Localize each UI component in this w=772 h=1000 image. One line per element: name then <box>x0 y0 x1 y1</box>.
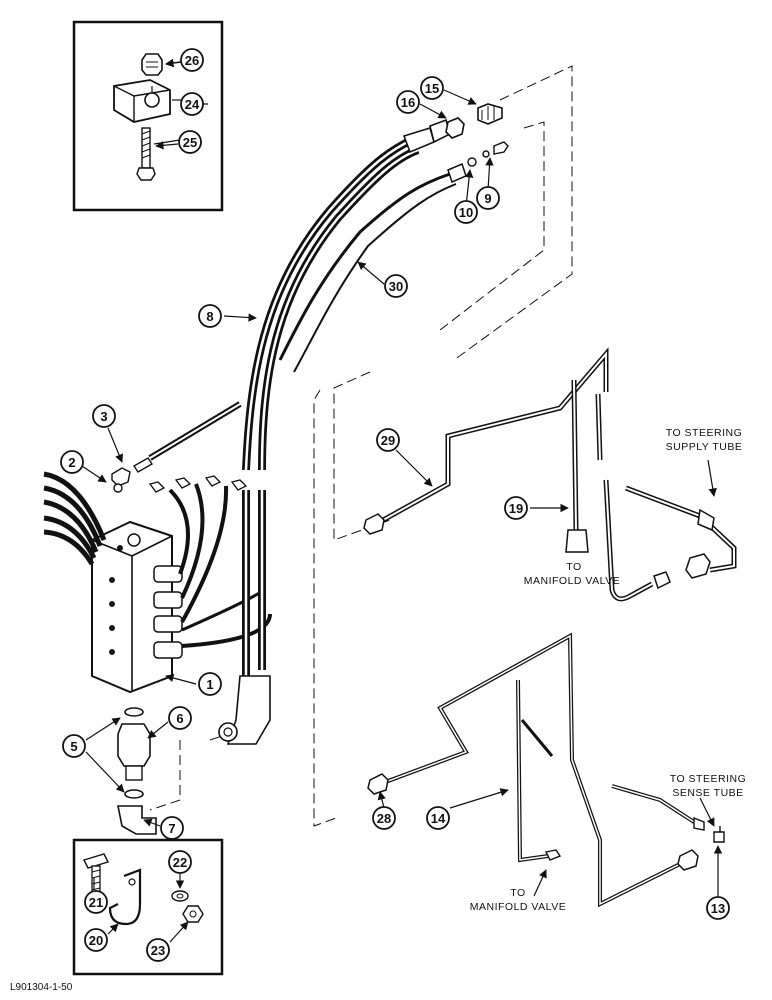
svg-text:20: 20 <box>89 933 103 948</box>
callout-22: 22 <box>168 850 192 874</box>
callout-13: 13 <box>706 896 730 920</box>
svg-text:30: 30 <box>389 279 403 294</box>
tube-14 <box>516 679 562 863</box>
part-21-bolt <box>83 853 109 895</box>
note-manifold-upper-line2: MANIFOLD VALVE <box>524 575 620 587</box>
callout-20: 20 <box>84 928 108 952</box>
svg-text:15: 15 <box>425 81 439 96</box>
svg-text:5: 5 <box>70 739 77 754</box>
svg-text:2: 2 <box>68 455 75 470</box>
svg-text:9: 9 <box>484 191 491 206</box>
callout-7: 7 <box>160 816 184 840</box>
tube-28 <box>367 632 699 908</box>
callouts: 26 24 25 15 16 9 10 30 8 3 2 29 19 1 6 5… <box>60 48 730 962</box>
callout-10: 10 <box>454 200 478 224</box>
note-manifold-upper-line1: TO <box>566 561 581 573</box>
callout-30: 30 <box>384 274 408 298</box>
note-manifold-lower-line1: TO <box>510 887 525 899</box>
callout-26: 26 <box>180 48 204 72</box>
svg-text:29: 29 <box>381 433 395 448</box>
svg-text:7: 7 <box>168 821 175 836</box>
tube-29 <box>363 347 609 535</box>
callout-28: 28 <box>372 806 396 830</box>
callout-24: 24 <box>180 92 204 116</box>
callout-19: 19 <box>504 496 528 520</box>
svg-text:10: 10 <box>459 205 473 220</box>
part-24-clamp-block <box>113 79 171 123</box>
svg-text:23: 23 <box>151 943 165 958</box>
callout-14: 14 <box>426 806 450 830</box>
svg-text:19: 19 <box>509 501 523 516</box>
part-20-clip <box>108 868 142 926</box>
inset-box-clamp <box>72 20 224 212</box>
part-23-nut <box>182 905 204 923</box>
callout-29: 29 <box>376 428 400 452</box>
svg-text:8: 8 <box>206 309 213 324</box>
notes: TO STEERING SUPPLY TUBE TO MANIFOLD VALV… <box>10 427 746 993</box>
part-1-valve-block <box>43 471 272 694</box>
note-steering-supply-line1: TO STEERING <box>666 427 742 439</box>
callout-9: 9 <box>476 186 500 210</box>
callout-15: 15 <box>420 76 444 100</box>
note-steering-supply-line2: SUPPLY TUBE <box>666 441 743 453</box>
callout-23: 23 <box>146 938 170 962</box>
callout-8: 8 <box>198 304 222 328</box>
callout-25: 25 <box>178 130 202 154</box>
note-steering-sense-line1: TO STEERING <box>670 773 746 785</box>
svg-text:26: 26 <box>185 53 199 68</box>
inset-box-clip <box>72 838 224 976</box>
svg-text:25: 25 <box>183 135 197 150</box>
callout-21: 21 <box>84 890 108 914</box>
svg-text:21: 21 <box>89 895 103 910</box>
fittings-15-16-9-10 <box>445 103 509 167</box>
hose-assembly-8 <box>242 118 451 471</box>
callout-3: 3 <box>92 404 116 428</box>
svg-text:13: 13 <box>711 901 725 916</box>
note-steering-sense-line2: SENSE TUBE <box>672 787 743 799</box>
svg-text:28: 28 <box>377 811 391 826</box>
part-22-washer <box>171 890 189 902</box>
svg-text:22: 22 <box>173 855 187 870</box>
callout-6: 6 <box>168 706 192 730</box>
figure-code: L901304-1-50 <box>10 982 73 993</box>
svg-text:24: 24 <box>185 97 200 112</box>
svg-text:1: 1 <box>206 677 213 692</box>
callout-16: 16 <box>396 90 420 114</box>
tube-steering-supply <box>595 393 737 602</box>
parts-5-6-7 <box>117 707 157 835</box>
callout-5: 5 <box>62 734 86 758</box>
tube-19 <box>565 379 589 553</box>
svg-text:3: 3 <box>100 409 107 424</box>
callout-2: 2 <box>60 450 84 474</box>
hose-and-fitting-3 <box>111 401 242 493</box>
part-26-nut <box>141 53 163 76</box>
tube-steering-sense <box>611 784 725 843</box>
callout-1: 1 <box>198 672 222 696</box>
svg-text:6: 6 <box>176 711 183 726</box>
svg-text:14: 14 <box>431 811 446 826</box>
hose-assembly-30 <box>278 162 467 373</box>
part-25-bolt <box>136 127 156 181</box>
hose-8-lower <box>218 490 271 745</box>
svg-text:16: 16 <box>401 95 415 110</box>
note-manifold-lower-line2: MANIFOLD VALVE <box>470 901 566 913</box>
